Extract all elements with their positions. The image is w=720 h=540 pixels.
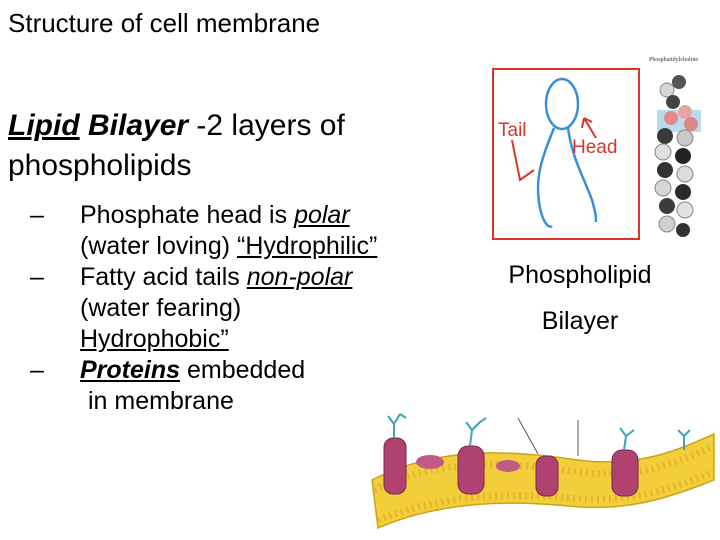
bullet-3-line2: in membrane xyxy=(88,387,234,415)
bullet-dash: – xyxy=(30,356,44,384)
atom xyxy=(657,128,673,144)
atom xyxy=(654,143,672,161)
protein xyxy=(611,449,639,497)
bullet-1-hydrophilic: “Hydrophilic” xyxy=(237,232,378,260)
bullet-dash: – xyxy=(30,263,44,291)
tail-arrow xyxy=(511,139,535,182)
atom xyxy=(654,179,672,197)
atom xyxy=(675,148,691,164)
head-arrow xyxy=(581,117,597,139)
glycoprotein-chain xyxy=(465,417,487,447)
protein xyxy=(457,445,485,495)
bilayer-label-line1: Phospholipid xyxy=(508,261,652,289)
label-leader-line xyxy=(517,417,579,456)
bilayer-illustration xyxy=(371,413,716,530)
bullet-3-proteins: Proteins xyxy=(80,356,181,384)
head-outline xyxy=(544,77,580,131)
bullet-1-text2: (water loving) xyxy=(80,232,237,260)
bullet-2-line3: Hydrophobic” xyxy=(80,325,229,353)
lipid-heads-bottom xyxy=(376,468,716,524)
protein xyxy=(383,437,407,495)
tail-right xyxy=(566,127,598,223)
atom xyxy=(657,162,673,178)
bullet-2-nonpolar: non-polar xyxy=(246,263,353,291)
bullet-3-line1: Proteins embedded xyxy=(80,355,305,386)
atom xyxy=(676,165,694,183)
atom xyxy=(684,117,698,131)
atom xyxy=(664,111,678,125)
glycoprotein-chain xyxy=(387,413,407,438)
bullet-1-text: Phosphate head is xyxy=(80,201,295,229)
bullet-1-line2: (water loving) “Hydrophilic” xyxy=(30,231,480,262)
atom xyxy=(659,82,675,98)
atom xyxy=(676,201,694,219)
heading-rest: -2 layers of phospholipids xyxy=(8,109,345,182)
bullet-2: – Fatty acid tails non-polar xyxy=(30,262,480,293)
bullet-1: – Phosphate head is polar xyxy=(30,200,480,231)
bullet-3-text: embedded xyxy=(180,356,306,384)
bullet-1-line1: Phosphate head is polar xyxy=(80,200,350,231)
bullet-3: – Proteins embedded xyxy=(30,355,480,386)
bullet-2-line2: (water fearing) xyxy=(80,294,242,322)
protein xyxy=(496,460,520,472)
atom xyxy=(678,105,692,119)
bilayer-label-line2: Bilayer xyxy=(541,307,619,335)
phospholipid-molecule-model: Phosphatidylcholine xyxy=(649,57,701,237)
bilayer-label: Phospholipid Bilayer xyxy=(480,252,680,344)
atom xyxy=(676,129,694,147)
bullet-1-polar: polar xyxy=(294,201,350,229)
atom xyxy=(676,223,690,237)
glycoprotein-chain xyxy=(677,429,691,450)
atom xyxy=(672,75,686,89)
head-label: Head xyxy=(572,137,617,158)
heading-term-lipid: Lipid xyxy=(8,109,80,142)
sketch-frame xyxy=(492,68,640,240)
atom xyxy=(658,215,676,233)
heading-term-bilayer: Bilayer xyxy=(88,109,189,142)
heading: Lipid Bilayer -2 layers of phospholipids xyxy=(8,106,448,186)
tail-left xyxy=(536,127,556,228)
protein xyxy=(535,455,559,497)
bullet-2-text: Fatty acid tails xyxy=(80,263,247,291)
bullet-dash: – xyxy=(30,201,44,229)
bullet-2-line1: Fatty acid tails non-polar xyxy=(80,262,352,293)
bullet-list: – Phosphate head is polar (water loving)… xyxy=(30,200,480,417)
glycoprotein-chain xyxy=(619,427,635,451)
atom xyxy=(675,184,691,200)
atom xyxy=(666,95,680,109)
slide-title: Structure of cell membrane xyxy=(8,8,321,38)
atom xyxy=(659,198,675,214)
protein xyxy=(416,455,444,469)
molecule-caption: Phosphatidylcholine xyxy=(649,57,698,63)
phospholipid-sketch: Tail Head xyxy=(492,68,640,240)
tail-label: Tail xyxy=(498,120,527,141)
